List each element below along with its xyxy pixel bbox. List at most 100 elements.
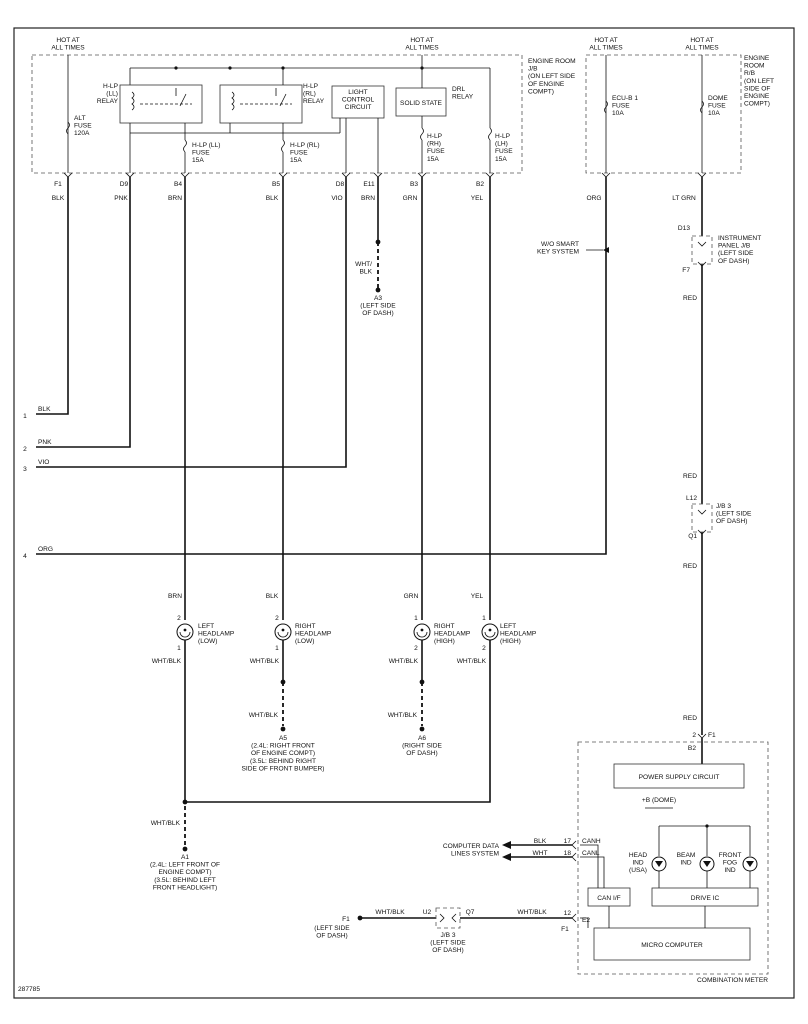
jb3-bottom-box xyxy=(435,907,461,929)
side-connectors: 1 BLK 2 PNK 3 VIO 4 ORG xyxy=(23,406,53,560)
lamp-pin-label: 1 xyxy=(177,645,181,652)
label-line: ALL TIMES xyxy=(589,45,623,52)
lamp-top-wire-label: YEL xyxy=(471,593,484,600)
left-headlamp-low-icon xyxy=(176,623,194,641)
label-line: COMPUTER DATA xyxy=(443,843,500,850)
blk-wire-label: BLK xyxy=(534,838,547,845)
label-line: OF DASH) xyxy=(406,750,438,757)
bottom-wire-label: WHT/BLK xyxy=(375,909,405,916)
label-line: H-LP xyxy=(427,133,443,140)
lamp-ground-wires xyxy=(182,640,491,846)
pin-label: U2 xyxy=(423,909,432,916)
relay-coil-icon xyxy=(131,91,135,111)
lamp-bottom-wire-label: WHT/BLK xyxy=(389,658,419,665)
label-line: OF DASH) xyxy=(316,933,348,940)
pin-label: B5 xyxy=(272,181,280,188)
label-line: RELAY xyxy=(303,98,325,105)
pin-label: 18 xyxy=(564,850,572,857)
label-line: IND xyxy=(632,860,644,867)
red-wire-label: RED xyxy=(683,295,697,302)
label-line: FOG xyxy=(723,860,737,867)
wire-color-label: BLK xyxy=(52,195,65,202)
lamp-pin-label: 2 xyxy=(482,645,486,652)
label-line: ALT xyxy=(74,115,86,122)
lamp-top-wire-label: BLK xyxy=(266,593,279,600)
label-line: COMPT) xyxy=(744,101,770,108)
diagram-frame xyxy=(13,27,795,999)
hlp-rl-relay-label: H-LP(RL)RELAY xyxy=(303,83,325,105)
label-line: (2.4L: RIGHT FRONT xyxy=(251,743,315,750)
side-connector-color: PNK xyxy=(38,439,52,446)
engine-room-jb-box xyxy=(31,54,523,174)
wire-color-label: YEL xyxy=(471,195,484,202)
label-line: DRL xyxy=(452,86,466,93)
label-line: A6 xyxy=(418,735,426,742)
label-line: 15A xyxy=(495,156,507,163)
label-line: (LEFT SIDE xyxy=(430,940,466,947)
org-wire-label: ORG xyxy=(586,195,601,202)
label-line: (3.5L: BEHIND LEFT xyxy=(154,877,216,884)
ground-icon xyxy=(375,287,381,293)
dome-fuse-icon xyxy=(700,100,704,114)
label-line: HEADLAMP xyxy=(500,631,537,638)
label-line: 15A xyxy=(290,157,302,164)
pin-label: D8 xyxy=(336,181,345,188)
label-line: BEAM xyxy=(677,852,696,859)
label-line: (ON LEFT SIDE xyxy=(528,73,576,80)
label-line: FRONT xyxy=(719,852,742,859)
relay-switch-icon xyxy=(179,93,187,107)
label-line: LINES SYSTEM xyxy=(451,851,499,858)
ground-a1-wire-label: WHT/BLK xyxy=(151,820,181,827)
label-line: OF DASH) xyxy=(362,310,394,317)
head-indicator-icon xyxy=(651,856,667,872)
label-line: (RH) xyxy=(427,141,441,148)
pin-label: F1 xyxy=(342,916,350,923)
side-connector-number: 2 xyxy=(23,446,27,453)
label-line: H-LP xyxy=(103,83,119,90)
label-line: (ON LEFT xyxy=(744,78,774,85)
label-line: IND xyxy=(724,867,736,874)
light-control-circuit-box xyxy=(331,85,385,119)
label-line: ALL TIMES xyxy=(405,45,439,52)
label-line: FUSE xyxy=(495,148,513,155)
label-line: (LH) xyxy=(495,141,508,148)
label-line: 10A xyxy=(708,110,720,117)
pin-label: E2 xyxy=(582,917,590,924)
label-line: (2.4L: LEFT FRONT OF xyxy=(150,862,220,869)
label-line: 120A xyxy=(74,130,90,137)
pin-label: Q1 xyxy=(688,533,697,540)
wire-color-label: BRN xyxy=(361,195,375,202)
label-line: RELAY xyxy=(452,94,474,101)
ground-icon xyxy=(357,915,363,921)
wire-color-label: VIO xyxy=(331,195,342,202)
hlp-ll-relay-label: H-LP(LL)RELAY xyxy=(97,83,119,105)
wht-wire-label: WHT xyxy=(532,850,547,857)
label-line: KEY SYSTEM xyxy=(537,249,579,256)
bottom-wire-label: WHT/BLK xyxy=(517,909,547,916)
lamp-pin-label: 1 xyxy=(275,645,279,652)
pin-label: 17 xyxy=(564,838,572,845)
label-line: PANEL J/B xyxy=(718,243,751,250)
label-line: W/O SMART xyxy=(541,241,579,248)
label-line: SIDE OF xyxy=(744,85,770,92)
